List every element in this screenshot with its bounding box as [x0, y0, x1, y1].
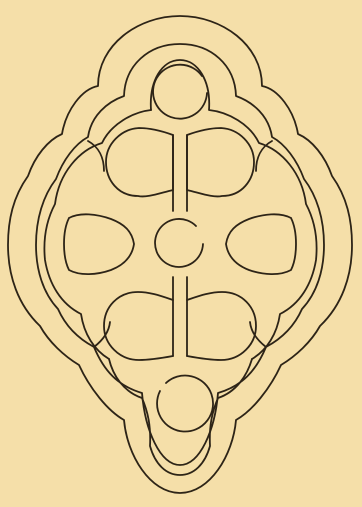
maze-diagram	[0, 0, 362, 507]
diagram-page	[0, 0, 362, 507]
